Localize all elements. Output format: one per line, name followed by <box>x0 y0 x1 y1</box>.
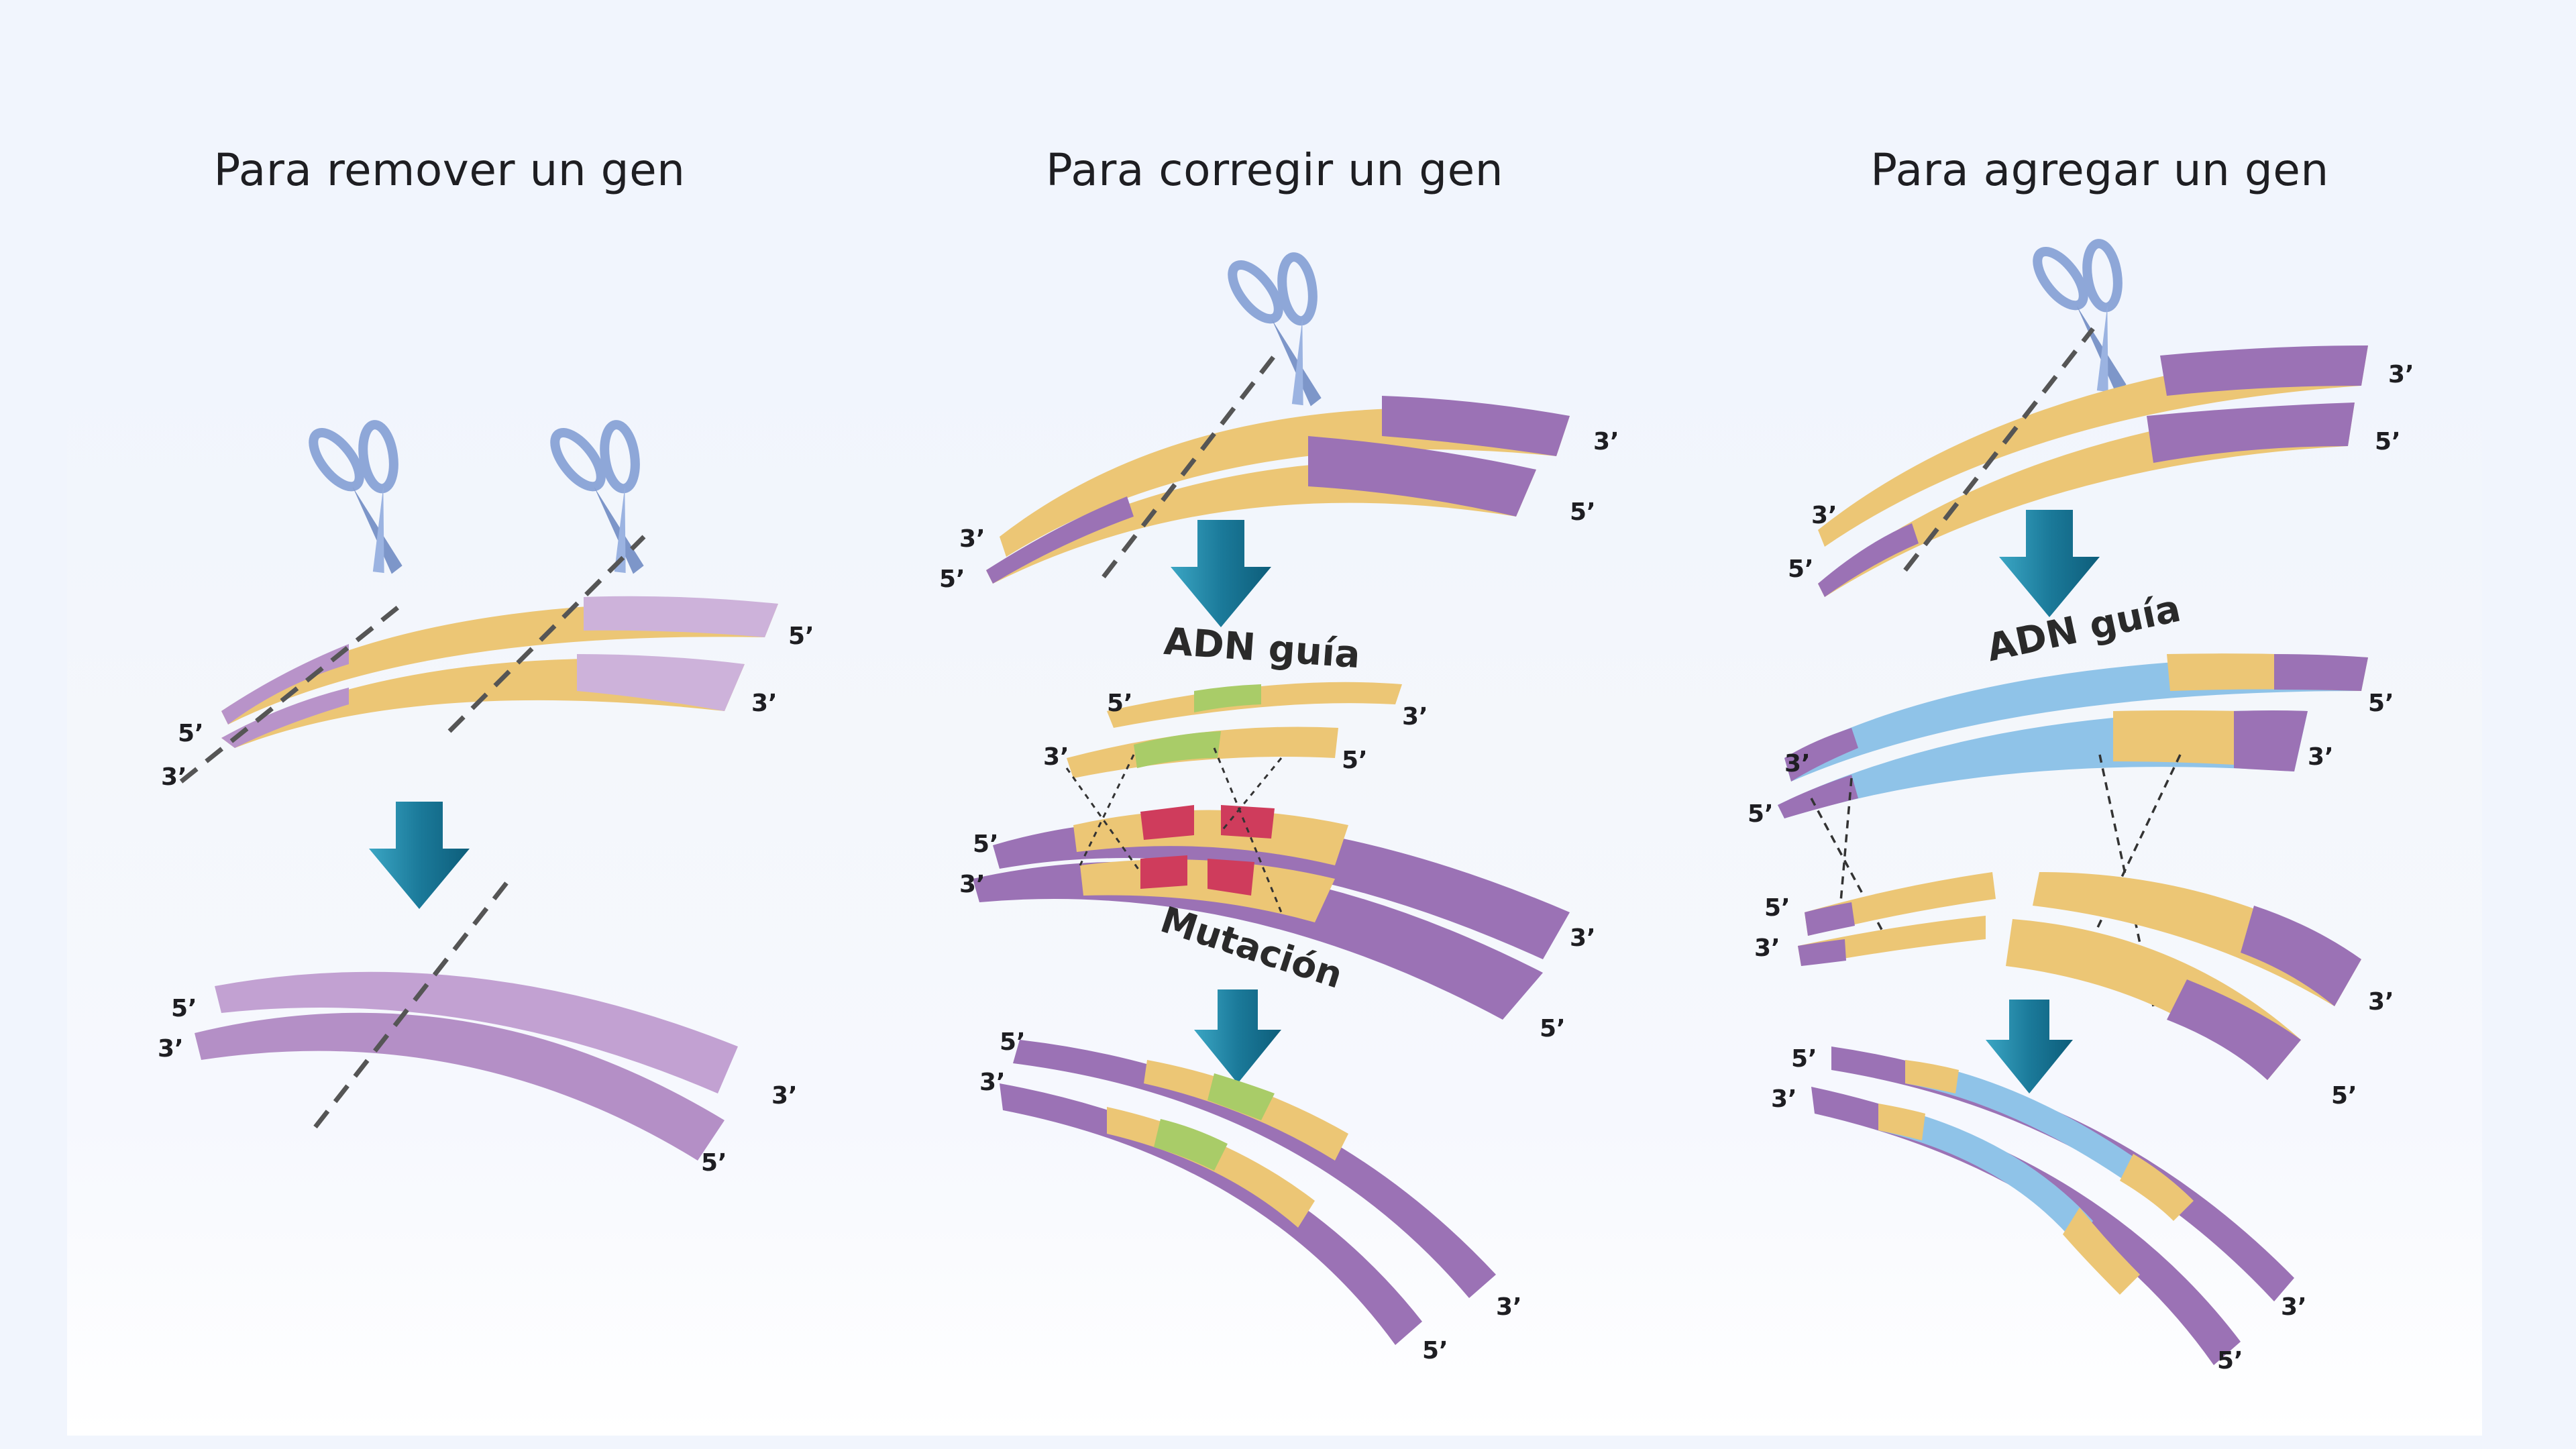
strand-end-label: 3’ <box>2368 988 2394 1016</box>
dna-strand-top <box>986 396 1570 584</box>
strand-end-label: 3’ <box>158 1035 184 1063</box>
cut-line <box>179 602 405 784</box>
down-arrow-icon <box>369 802 470 909</box>
strand-end-label: 3’ <box>1496 1293 1522 1321</box>
strand-end-label: 5’ <box>2375 428 2401 455</box>
down-arrow-icon <box>1986 1000 2073 1093</box>
strand-end-label: 3’ <box>1771 1085 1797 1113</box>
panel-correct-gene: ADN guía Mutación <box>973 252 1570 1345</box>
panel-remove-gene <box>179 420 778 1161</box>
strand-end-label: 5’ <box>701 1149 727 1177</box>
strand-end-label: 5’ <box>178 720 204 747</box>
strand-end-label: 5’ <box>1540 1015 1566 1042</box>
strand-end-label: 5’ <box>2368 690 2394 717</box>
dna-strand-inserted <box>1811 1046 2294 1365</box>
cut-line <box>1102 354 1277 579</box>
cut-line <box>313 877 512 1129</box>
cut-line <box>447 535 646 733</box>
dna-strand-top <box>1818 345 2368 597</box>
strand-end-label: 3’ <box>2281 1293 2307 1321</box>
guide-dna <box>1778 653 2368 818</box>
panel-add-gene: ADN guía <box>1778 239 2368 1365</box>
strand-end-label: 3’ <box>959 525 985 553</box>
strand-end-label: 5’ <box>1342 747 1368 774</box>
strand-end-label: 5’ <box>1788 555 1814 583</box>
strand-end-label: 3’ <box>1593 428 1619 455</box>
dna-strand-corrected <box>1000 1040 1496 1345</box>
guide-dna <box>1067 682 1402 778</box>
cut-line <box>1903 327 2095 572</box>
down-arrow-icon <box>1194 989 1281 1083</box>
strand-end-label: 5’ <box>939 566 965 593</box>
strand-end-label: 5’ <box>788 623 814 650</box>
strand-end-label: 3’ <box>751 690 777 717</box>
target-dna-mutation <box>973 805 1570 1020</box>
target-dna-cut <box>1798 872 2361 1080</box>
panel-title-correct: Para corregir un gen <box>1045 144 1504 196</box>
strand-end-label: 5’ <box>1570 498 1596 526</box>
strand-end-label: 3’ <box>1570 924 1596 952</box>
strand-end-label: 3’ <box>1402 703 1428 731</box>
strand-end-label: 3’ <box>2388 361 2414 388</box>
strand-end-label: 5’ <box>171 995 197 1022</box>
strand-end-labels: 5’ 3’ 5’ 3’ 5’ 3’ 3’ 5’ 3’ 5’ 3’ 5’ 5’ 3’ 3’ 5’ 5’ 3’ 3’ 5’… <box>158 361 2414 1375</box>
strand-end-label: 5’ <box>2217 1347 2243 1375</box>
strand-end-label: 5’ <box>1791 1045 1817 1073</box>
strand-end-label: 5’ <box>1764 894 1790 922</box>
down-arrow-icon <box>1171 520 1271 627</box>
strand-end-label: 3’ <box>161 763 187 791</box>
strand-end-label: 5’ <box>1748 800 1774 828</box>
dna-strand-top <box>221 596 778 748</box>
scissors-icon <box>309 420 402 574</box>
strand-end-label: 5’ <box>1422 1337 1448 1364</box>
strand-end-label: 3’ <box>1784 750 1811 777</box>
down-arrow-icon <box>1999 510 2100 617</box>
scissors-icon <box>550 420 644 574</box>
scissors-icon <box>1228 252 1322 407</box>
strand-end-label: 5’ <box>1107 690 1133 717</box>
panel-title-remove: Para remover un gen <box>213 144 686 196</box>
strand-end-label: 3’ <box>1754 934 1780 962</box>
alignment-lines <box>1065 747 1283 913</box>
strand-end-label: 5’ <box>973 830 999 858</box>
strand-end-label: 3’ <box>1043 743 1069 771</box>
strand-end-label: 3’ <box>979 1069 1006 1096</box>
strand-end-label: 3’ <box>2308 743 2334 771</box>
dna-strand-bottom <box>195 971 738 1161</box>
strand-end-label: 5’ <box>2331 1082 2357 1110</box>
strand-end-label: 5’ <box>1000 1028 1026 1056</box>
scissors-icon <box>2033 239 2127 393</box>
strand-end-label: 3’ <box>771 1082 798 1110</box>
strand-end-label: 3’ <box>959 871 985 898</box>
strand-end-label: 3’ <box>1811 502 1837 529</box>
panel-title-add: Para agregar un gen <box>1870 144 2329 196</box>
